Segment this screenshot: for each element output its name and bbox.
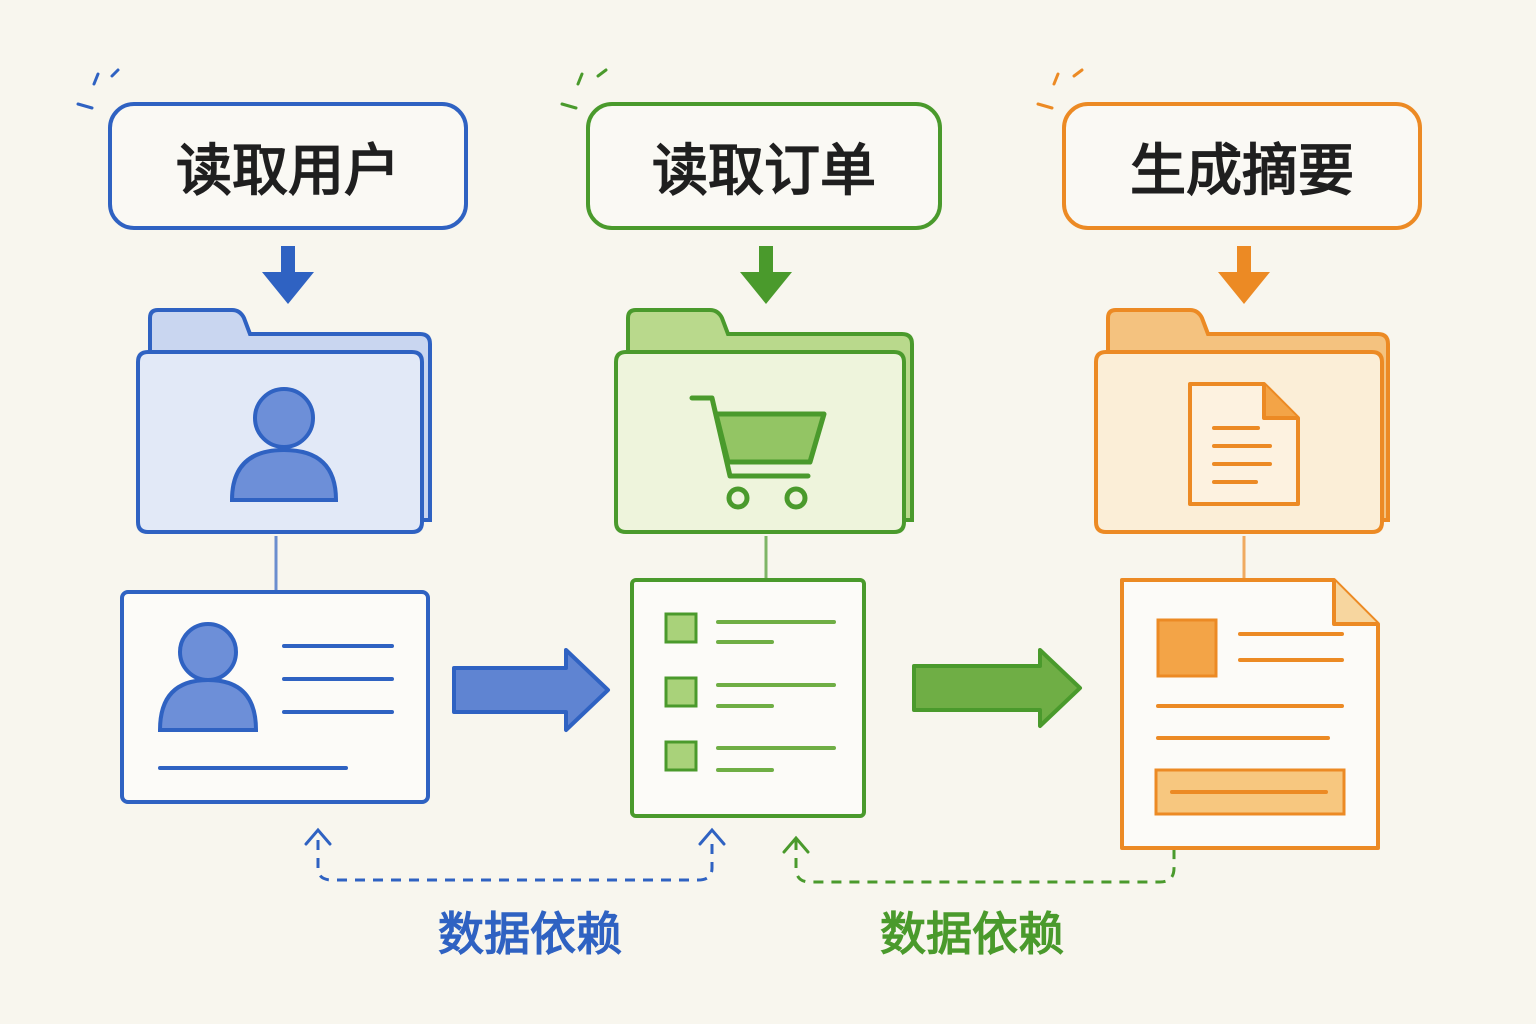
dependency-link-blue: 数据依赖 [304,827,726,961]
user-icon [229,387,339,502]
dependency-link-green: 数据依赖 [782,835,1176,961]
spark-marks [560,68,608,110]
step-box [108,102,468,230]
dependency-label: 数据依赖 [880,907,1064,961]
folder-icon [136,308,432,534]
step-box [1062,102,1422,230]
down-arrow-icon [1218,246,1270,304]
dependency-label: 数据依赖 [438,907,622,961]
right-arrow-icon [912,648,1082,728]
spark-marks [1036,68,1084,110]
right-arrow-icon [452,648,610,732]
folder-icon [614,308,914,534]
step-read-users: 读取用户 [76,68,468,804]
folder-icon [1094,308,1390,534]
document-icon [1188,382,1300,506]
down-arrow-icon [740,246,792,304]
step-generate-summary: 生成摘要 [1036,68,1422,850]
summary-document-icon [1120,578,1380,850]
step-label: 读取用户 [176,139,400,204]
step-label: 读取订单 [652,139,876,204]
step-read-orders: 读取订单 [560,68,942,818]
user-card-icon [120,590,430,804]
step-box [586,102,942,230]
step-label: 生成摘要 [1130,139,1354,204]
spark-marks [76,68,120,110]
checklist-document-icon [630,578,866,818]
down-arrow-icon [262,246,314,304]
shopping-cart-icon [689,395,827,510]
